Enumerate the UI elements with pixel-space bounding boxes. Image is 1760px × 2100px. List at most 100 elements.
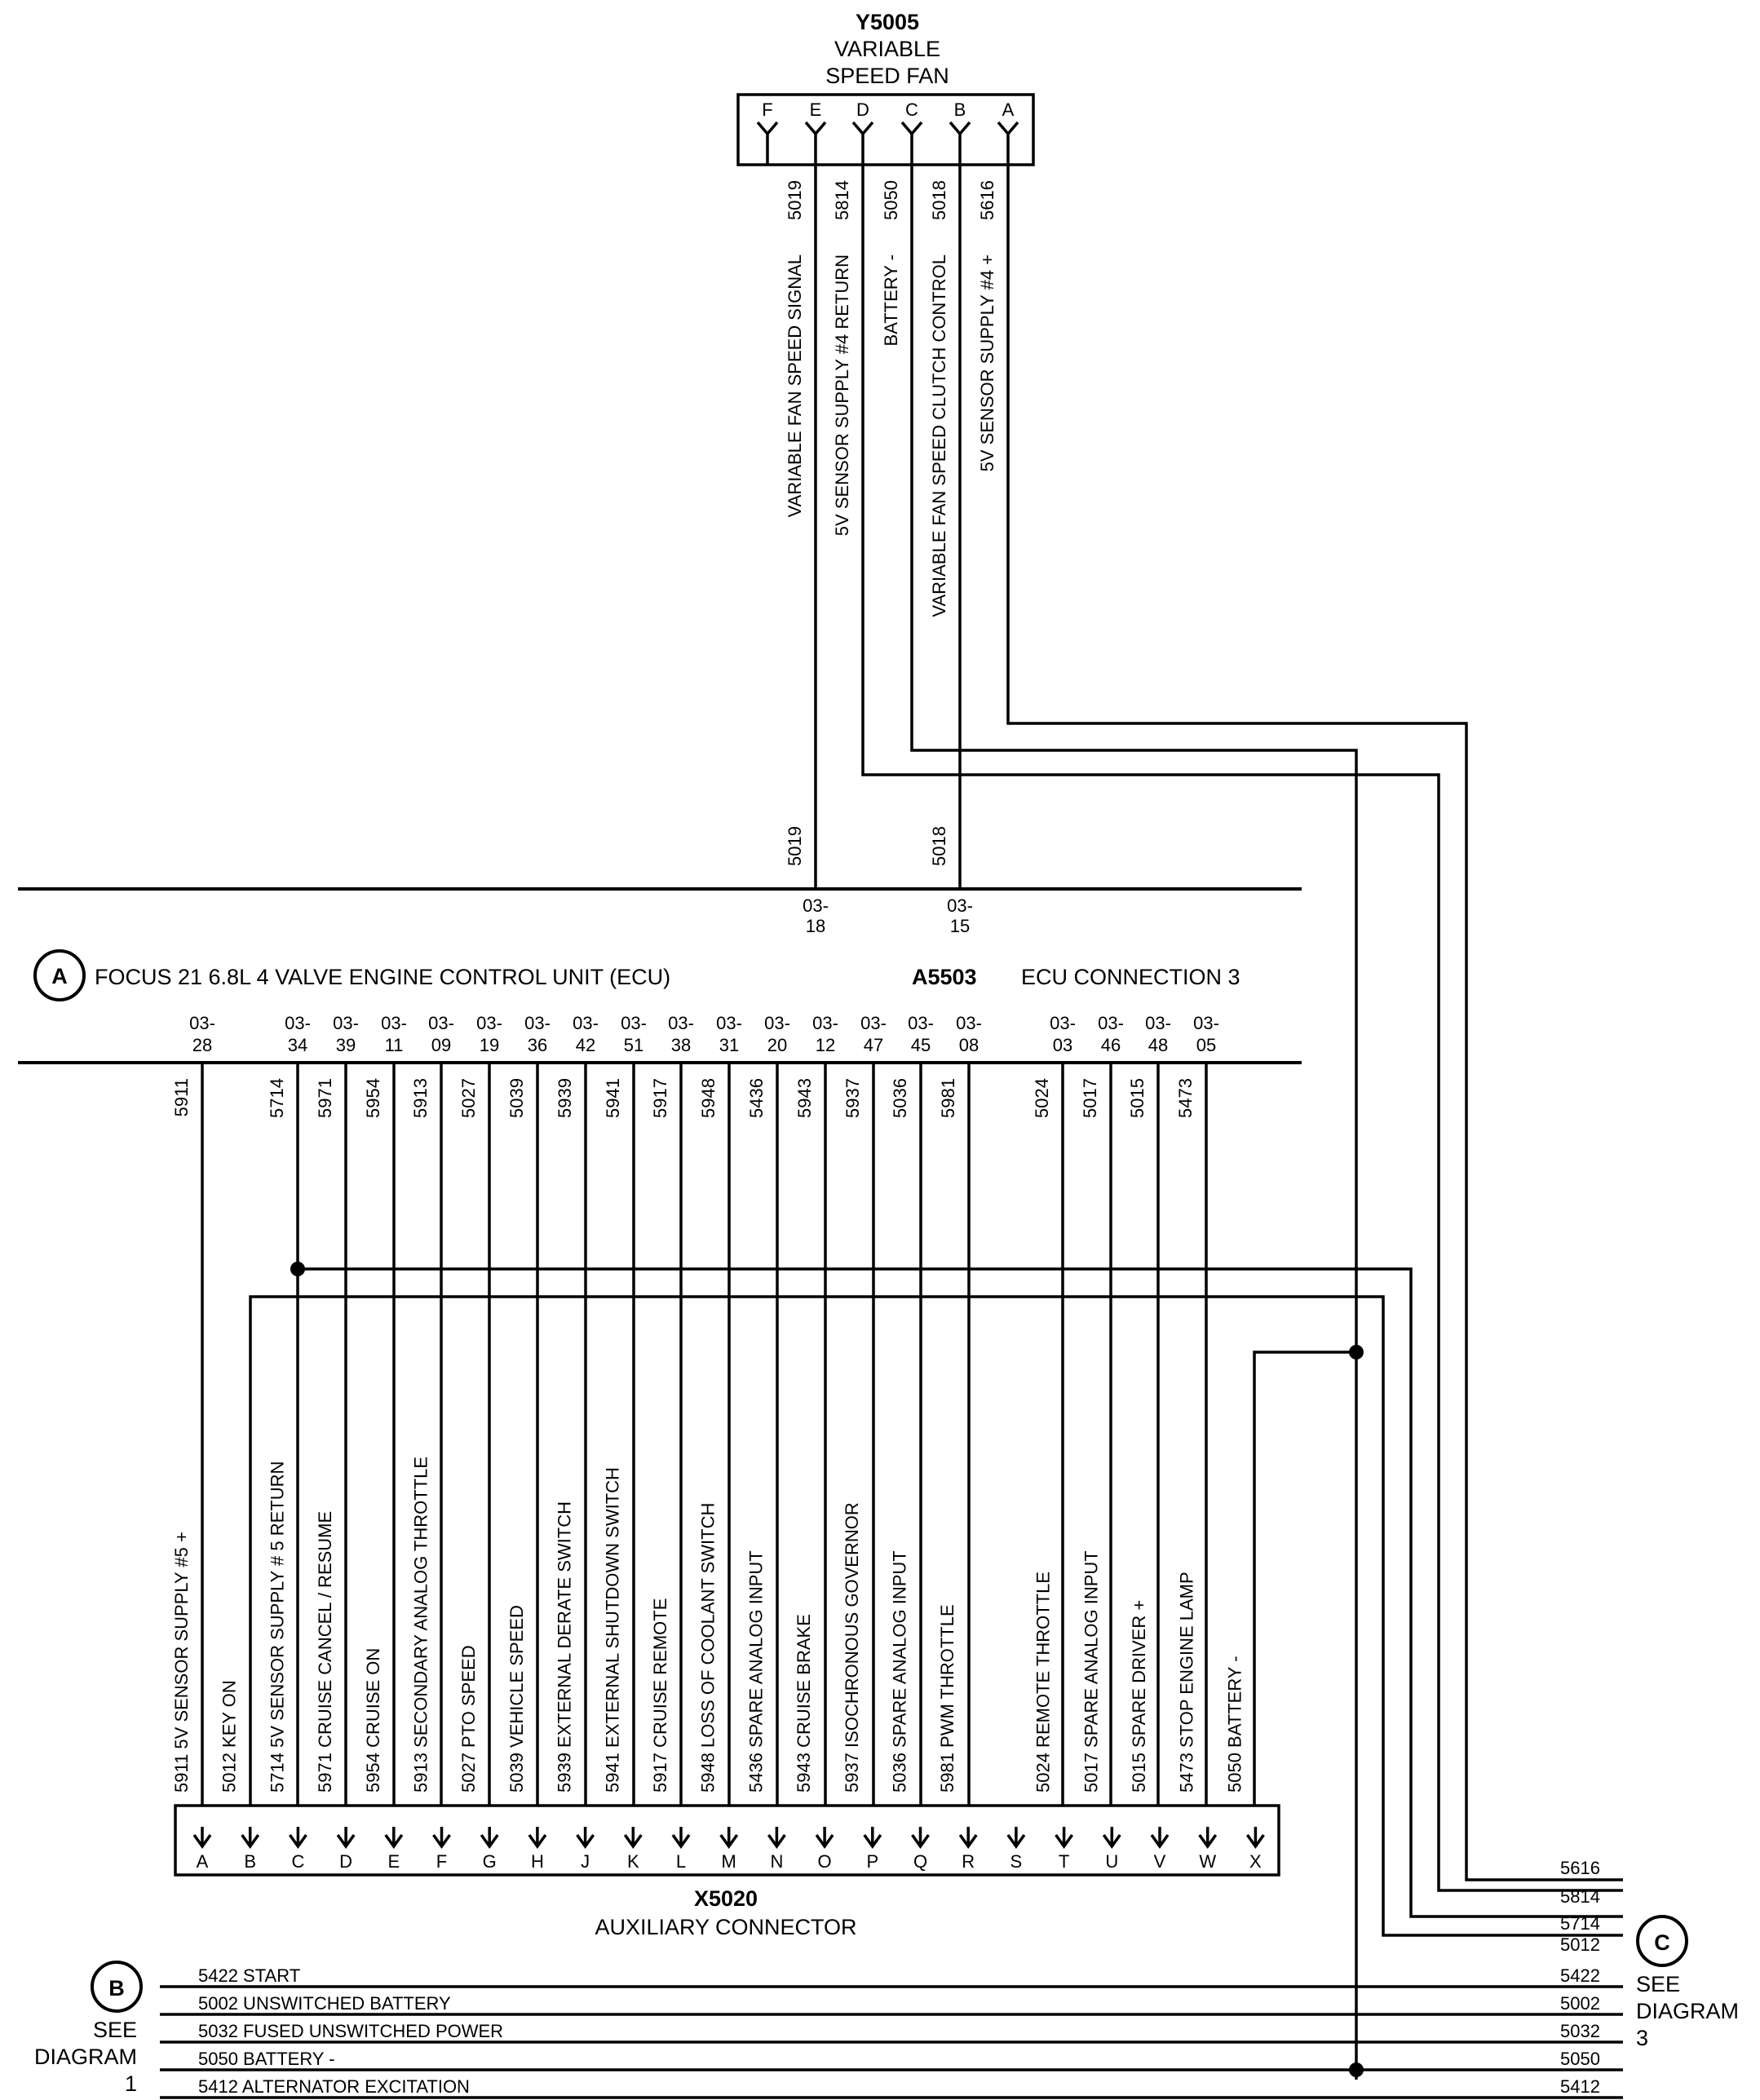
- ecu-pin-48-number: 48: [1148, 1035, 1168, 1055]
- ecu-pin-47-number: 47: [864, 1035, 883, 1055]
- aux-circuit-label-w: 5473 STOP ENGINE LAMP: [1177, 1572, 1197, 1793]
- ecu-pin-08-prefix: 03-: [956, 1013, 982, 1033]
- ecu-pin-08-number: 08: [959, 1035, 979, 1055]
- ecu-pin-38-prefix: 03-: [668, 1013, 694, 1033]
- bus-label-5050: 5050 BATTERY -: [198, 2049, 335, 2069]
- wire-num-5018-lower: 5018: [929, 826, 949, 866]
- wire-5012-branch: [249, 1295, 1623, 1937]
- aux-pin-a-label: A: [197, 1851, 209, 1872]
- aux-pin-k-label: K: [627, 1851, 639, 1872]
- aux-circuit-label-c: 5714 5V SENSOR SUPPLY # 5 RETURN: [267, 1461, 287, 1793]
- marker-b-letter: B: [108, 1976, 125, 2001]
- ecu-pin-34-prefix: 03-: [285, 1013, 311, 1033]
- ecu-pin-36-prefix: 03-: [524, 1013, 551, 1033]
- ecu-pin-05-prefix: 03-: [1193, 1013, 1219, 1033]
- aux-circuit-label-r: 5981 PWM THROTTLE: [937, 1604, 957, 1793]
- ecu-wire-num-5913: 5913: [410, 1078, 431, 1118]
- ecu-wire-num-5941: 5941: [603, 1078, 623, 1118]
- bus-label-5412: 5412 ALTERNATOR EXCITATION: [198, 2076, 470, 2097]
- see-diagram-1[interactable]: B SEE DIAGRAM 1: [34, 1961, 143, 2096]
- see-diagram-3-line1: SEE: [1636, 1972, 1680, 1996]
- bus-num-5050: 5050: [1560, 2049, 1600, 2069]
- aux-circuit-label-j: 5939 EXTERNAL DERATE SWITCH: [555, 1501, 575, 1793]
- right-wire-5714: 5714: [1560, 1913, 1600, 1934]
- ecu-pin-51-prefix: 03-: [621, 1013, 647, 1033]
- ecu-pin-42-number: 42: [576, 1035, 595, 1055]
- ecu-pin-36-number: 36: [528, 1035, 547, 1055]
- ecu-pin-31-prefix: 03-: [716, 1013, 742, 1033]
- see-diagram-3[interactable]: C SEE DIAGRAM 3: [1636, 1915, 1739, 2050]
- aux-circuit-label-v: 5015 SPARE DRIVER +: [1129, 1600, 1149, 1793]
- aux-connector-id: X5020: [694, 1886, 758, 1911]
- wire-num-5019-lower: 5019: [785, 826, 805, 866]
- ecu-pin-31-number: 31: [719, 1035, 739, 1055]
- aux-circuit-label-x: 5050 BATTERY -: [1224, 1656, 1245, 1793]
- marker-a-letter: A: [51, 964, 68, 988]
- ecu-pin-39-prefix: 03-: [333, 1013, 359, 1033]
- ecu-pin-09-prefix: 03-: [428, 1013, 454, 1033]
- aux-pin-w-label: W: [1199, 1851, 1216, 1872]
- fan-wire-num-5050: 5050: [881, 180, 901, 220]
- ecu-pin-03-prefix: 03-: [1050, 1013, 1076, 1033]
- ecu-pin-20-number: 20: [767, 1035, 787, 1055]
- right-wire-5814: 5814: [1560, 1886, 1600, 1907]
- ecu-to-aux-wires: [201, 1063, 1208, 1827]
- ecu-pin-46-number: 46: [1101, 1035, 1121, 1055]
- see-diagram-1-line3: 1: [125, 2071, 137, 2096]
- right-wire-5012: 5012: [1560, 1934, 1600, 1955]
- ecu-pin-03-15-b: 15: [950, 916, 970, 936]
- right-wire-labels: 5616 5814 5714 5012: [1560, 1858, 1600, 1955]
- aux-pin-c-label: C: [291, 1851, 304, 1872]
- aux-circuit-label-o: 5943 CRUISE BRAKE: [794, 1614, 814, 1793]
- ecu-wire-num-5971: 5971: [315, 1078, 335, 1118]
- ecu-pin-48-prefix: 03-: [1145, 1013, 1171, 1033]
- aux-pin-f-label: F: [436, 1851, 447, 1872]
- aux-pin-q-label: Q: [913, 1851, 927, 1872]
- fan-wire-label-5019: VARIABLE FAN SPEED SIGNAL: [785, 254, 805, 517]
- ecu-wire-num-5039: 5039: [506, 1078, 527, 1118]
- fan-pin-label-e: E: [810, 99, 822, 120]
- ecu-pin-45-prefix: 03-: [908, 1013, 934, 1033]
- ecu-pin-19-prefix: 03-: [476, 1013, 502, 1033]
- ecu-pin-28-number: 28: [192, 1035, 212, 1055]
- ecu-pin-46-prefix: 03-: [1098, 1013, 1124, 1033]
- bus-label-5422: 5422 START: [198, 1965, 300, 1986]
- ecu-pin-38-number: 38: [671, 1035, 691, 1055]
- ecu-wire-num-5714: 5714: [267, 1078, 287, 1118]
- fan-pin-label-b: B: [954, 99, 966, 120]
- aux-pin-t-label: T: [1059, 1851, 1069, 1872]
- aux-circuit-label-g: 5027 PTO SPEED: [458, 1645, 479, 1793]
- ecu-wire-num-5948: 5948: [698, 1078, 719, 1118]
- ecu-wire-num-5954: 5954: [363, 1078, 383, 1118]
- aux-circuit-label-u: 5017 SPARE ANALOG INPUT: [1081, 1550, 1101, 1793]
- ecu-pin-19-number: 19: [480, 1035, 499, 1055]
- ecu-wire-num-5981: 5981: [938, 1078, 958, 1118]
- splice-5050-upper: [1349, 1345, 1364, 1359]
- wire-5616: [1006, 132, 1623, 1881]
- right-wire-5616: 5616: [1560, 1858, 1600, 1878]
- marker-b-circle: [91, 1961, 143, 2013]
- fan-wire-num-5616: 5616: [977, 180, 997, 220]
- fan-wire-num-5019: 5019: [785, 180, 805, 220]
- aux-circuit-label-e: 5954 CRUISE ON: [363, 1648, 383, 1793]
- ecu-pin-42-prefix: 03-: [573, 1013, 599, 1033]
- ecu-pin-51-number: 51: [624, 1035, 643, 1055]
- fan-wire-label-5814: 5V SENSOR SUPPLY #4 RETURN: [832, 254, 852, 536]
- aux-pin-l-label: L: [676, 1851, 686, 1872]
- aux-pin-g-label: G: [483, 1851, 497, 1872]
- wire-5714-branch: [298, 1267, 1623, 1918]
- ecu-wire-num-5436: 5436: [746, 1078, 767, 1118]
- ecu-a5503: 03- 18 03- 15 A FOCUS 21 6.8L 4 VALVE EN…: [18, 887, 1302, 1118]
- ecu-pin-12-number: 12: [816, 1035, 835, 1055]
- ecu-wire-num-5911: 5911: [171, 1078, 192, 1116]
- aux-pin-s-label: S: [1010, 1851, 1023, 1872]
- ecu-wire-num-5939: 5939: [555, 1078, 575, 1118]
- ecu-wire-num-5917: 5917: [650, 1078, 670, 1118]
- aux-circuit-label-p: 5937 ISOCHRONOUS GOVERNOR: [842, 1502, 862, 1793]
- ecu-pin-47-prefix: 03-: [860, 1013, 887, 1033]
- aux-circuit-label-t: 5024 REMOTE THROTTLE: [1033, 1572, 1054, 1793]
- ecu-pin-03-18-a: 03-: [803, 895, 829, 916]
- see-diagram-3-line2: DIAGRAM: [1636, 1999, 1739, 2023]
